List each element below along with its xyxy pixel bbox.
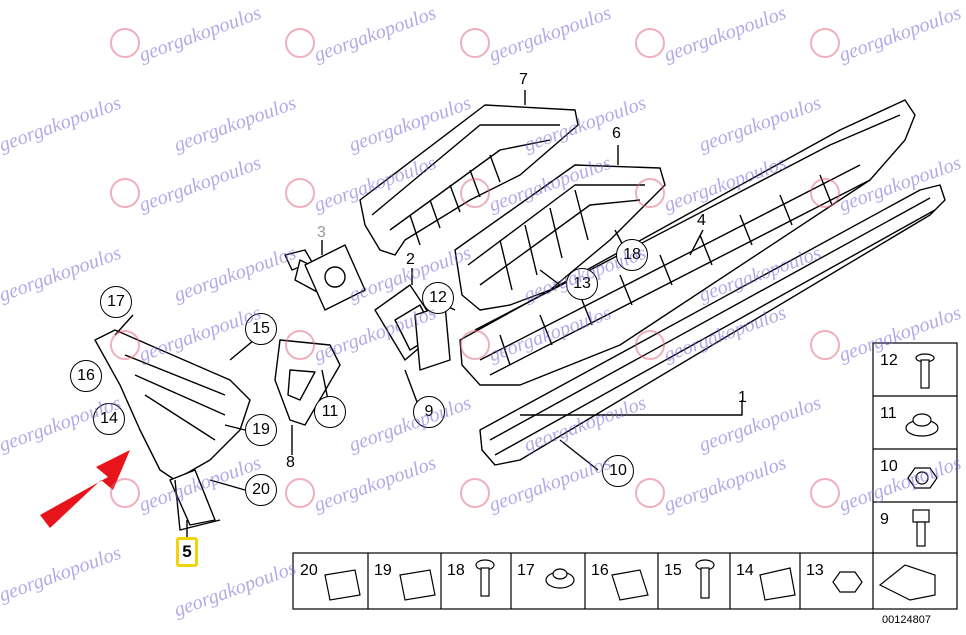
- nut-13-icon: [832, 571, 863, 593]
- callout-6: 6: [612, 125, 621, 142]
- callout-2: 2: [406, 251, 415, 268]
- callout-15: 15: [245, 313, 277, 345]
- part-5-bracket: [94, 329, 251, 531]
- clip-16-icon: [611, 569, 649, 601]
- callout-8: 8: [286, 454, 295, 471]
- callout-5-highlight: 5: [176, 537, 198, 567]
- callout-16: 16: [70, 360, 102, 392]
- legend-9: 9: [880, 511, 889, 528]
- bottom-18: 18: [447, 562, 465, 579]
- bottom-15: 15: [664, 562, 682, 579]
- callout-1: 1: [738, 389, 747, 406]
- clip-19-icon: [399, 569, 436, 601]
- clip-20-icon: [324, 569, 361, 601]
- arrow-symbol-icon: [878, 564, 936, 601]
- nut-11-icon: [905, 413, 939, 437]
- bottom-20: 20: [300, 562, 318, 579]
- screw-15-icon: [695, 559, 715, 599]
- bottom-17: 17: [517, 562, 535, 579]
- callout-20: 20: [245, 474, 277, 506]
- legend-10: 10: [880, 458, 898, 475]
- callout-11: 11: [314, 396, 346, 428]
- red-arrow: [40, 450, 130, 528]
- grommet-17-icon: [545, 568, 575, 589]
- screw-12-icon: [915, 353, 935, 389]
- part-8-plate: [274, 339, 341, 426]
- callout-3: 3: [317, 224, 326, 241]
- callout-17: 17: [100, 286, 132, 318]
- bottom-19: 19: [374, 562, 392, 579]
- part-3-mount: [284, 244, 366, 311]
- part-6-bracket: [454, 164, 666, 311]
- bottom-16: 16: [591, 562, 609, 579]
- part-7-bracket: [359, 104, 579, 256]
- callout-18: 18: [616, 239, 648, 271]
- bottom-14: 14: [736, 562, 754, 579]
- callout-4: 4: [697, 212, 706, 229]
- callout-14: 14: [93, 403, 125, 435]
- callout-13: 13: [566, 268, 598, 300]
- callout-9: 9: [413, 396, 445, 428]
- part-4-carrier: [459, 99, 916, 386]
- rivet-18-icon: [475, 559, 495, 597]
- part-2-plate: [374, 284, 451, 371]
- document-id: 00124807: [882, 614, 931, 626]
- callout-12: 12: [422, 282, 454, 314]
- part-1-beam: [479, 184, 946, 466]
- bottom-13: 13: [806, 562, 824, 579]
- clip-14-icon: [759, 567, 796, 601]
- nut-10-icon: [907, 467, 938, 489]
- callout-7: 7: [519, 71, 528, 88]
- callout-19: 19: [245, 414, 277, 446]
- legend-12: 12: [880, 352, 898, 369]
- legend-11: 11: [880, 405, 897, 422]
- callout-10: 10: [602, 455, 634, 487]
- bolt-9-icon: [912, 509, 930, 547]
